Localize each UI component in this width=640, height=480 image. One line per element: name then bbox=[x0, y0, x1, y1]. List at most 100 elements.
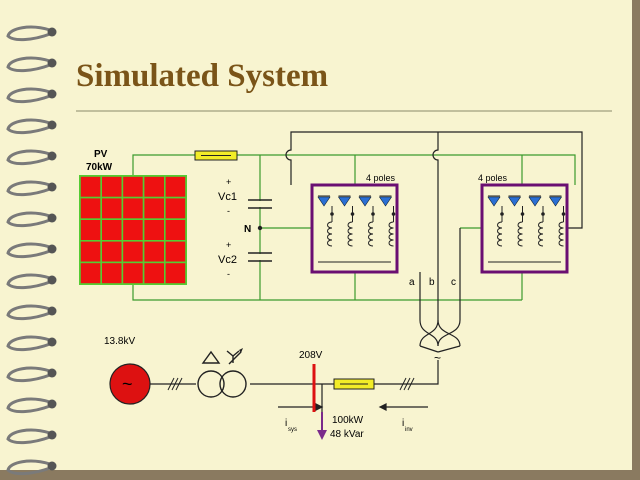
inverter2-poles-label: 4 poles bbox=[478, 173, 508, 183]
pv-cell bbox=[164, 261, 187, 285]
binding-hole bbox=[47, 275, 57, 285]
pv-array bbox=[79, 175, 187, 285]
spiral-ring bbox=[6, 211, 51, 228]
spiral-ring bbox=[6, 25, 51, 42]
phase-a-label: a bbox=[409, 277, 415, 288]
inductor-coil-icon bbox=[368, 221, 374, 247]
dc-capacitors bbox=[248, 199, 272, 262]
inductor-coil-icon bbox=[497, 221, 503, 247]
pv-cell bbox=[121, 218, 145, 242]
load-reactive-power: 48 kVar bbox=[330, 429, 364, 440]
binding-hole bbox=[47, 306, 57, 316]
pv-cell bbox=[121, 240, 145, 264]
cap1-gap bbox=[256, 201, 264, 207]
inverter-2 bbox=[480, 183, 569, 274]
igbt-diode-icon bbox=[378, 196, 393, 207]
generator-symbol: ~ bbox=[122, 374, 133, 394]
binding-hole bbox=[47, 58, 57, 68]
spiral-ring bbox=[6, 273, 51, 290]
binding-hole bbox=[47, 399, 57, 409]
cap2-gap bbox=[256, 254, 264, 260]
lv-voltage-label: 208V bbox=[299, 350, 323, 361]
load-active-power: 100kW bbox=[332, 415, 364, 426]
isys-label: i bbox=[285, 418, 287, 429]
binding-hole bbox=[47, 151, 57, 161]
inductor-coil-icon bbox=[538, 221, 544, 247]
vc1-label: Vc1 bbox=[218, 191, 237, 203]
pv-cell bbox=[121, 196, 145, 221]
pv-cell bbox=[142, 175, 166, 199]
iinv-subscript: inv bbox=[405, 427, 413, 433]
binding-hole bbox=[47, 213, 57, 223]
igbt-diode-icon bbox=[528, 196, 542, 207]
pv-cell bbox=[142, 218, 166, 242]
inductor-coil-icon bbox=[327, 221, 333, 247]
pv-power-label: 70kW bbox=[86, 162, 113, 173]
inverter-box bbox=[480, 183, 569, 274]
igbt-diode-icon bbox=[337, 196, 352, 207]
pv-cell bbox=[79, 240, 103, 264]
spiral-ring bbox=[6, 428, 51, 445]
binding-hole bbox=[47, 368, 57, 378]
inductor-coil-icon bbox=[347, 221, 353, 247]
isys-subscript: sys bbox=[288, 427, 297, 433]
pv-label: PV bbox=[94, 149, 108, 160]
pv-cell bbox=[100, 218, 124, 242]
vc1-plus: + bbox=[226, 177, 231, 187]
binding-hole bbox=[47, 89, 57, 99]
three-phase-marks bbox=[167, 377, 415, 391]
spiral-ring bbox=[6, 149, 51, 166]
pv-cell bbox=[142, 240, 166, 264]
pv-cell bbox=[121, 261, 145, 285]
pv-cell bbox=[164, 218, 187, 242]
igbt-diode-icon bbox=[358, 196, 372, 207]
pv-cell bbox=[100, 196, 124, 221]
neutral-label: N bbox=[244, 224, 251, 235]
pv-cell bbox=[164, 196, 187, 221]
inductor-coil-icon bbox=[517, 221, 523, 247]
spiral-ring bbox=[6, 118, 51, 135]
igbt-diode-icon bbox=[317, 196, 331, 207]
spiral-ring bbox=[6, 304, 51, 321]
wye-winding-icon bbox=[226, 350, 242, 365]
spiral-ring bbox=[6, 56, 51, 73]
pv-cell bbox=[79, 261, 103, 285]
inductor-coil-icon bbox=[558, 221, 564, 247]
pv-cell bbox=[100, 175, 124, 199]
phase-c-label: c bbox=[451, 277, 456, 288]
pv-cell bbox=[100, 240, 124, 264]
inverter-box bbox=[310, 183, 399, 274]
spiral-binding bbox=[6, 25, 57, 476]
vc1-minus: - bbox=[227, 206, 230, 216]
inverter-1 bbox=[310, 183, 399, 274]
pv-cell bbox=[79, 196, 103, 221]
pv-cell bbox=[142, 261, 166, 285]
load-arrow-icon bbox=[317, 430, 327, 440]
igbt-diode-icon bbox=[548, 196, 563, 207]
igbt-diode-icon bbox=[487, 196, 501, 207]
spiral-ring bbox=[6, 87, 51, 104]
transformer-secondary-winding bbox=[219, 370, 247, 398]
binding-hole bbox=[47, 461, 57, 471]
transformer-primary-winding bbox=[197, 370, 225, 398]
pv-cell bbox=[142, 196, 166, 221]
vc2-minus: - bbox=[227, 269, 230, 279]
spiral-ring bbox=[6, 397, 51, 414]
slide-title: Simulated System bbox=[76, 58, 328, 94]
binding-hole bbox=[47, 120, 57, 130]
ac-wiring bbox=[150, 131, 583, 412]
phase-b-label: b bbox=[429, 277, 435, 288]
pv-cell bbox=[79, 218, 103, 242]
vc2-plus: + bbox=[226, 240, 231, 250]
spiral-ring bbox=[6, 335, 51, 352]
tap-arrow-icon bbox=[239, 348, 243, 353]
iinv-label: i bbox=[402, 418, 404, 429]
igbt-diode-icon bbox=[507, 196, 522, 207]
spiral-ring bbox=[6, 180, 51, 197]
spiral-ring bbox=[6, 242, 51, 259]
binding-hole bbox=[47, 244, 57, 254]
pv-cell bbox=[164, 175, 187, 199]
pv-cell bbox=[100, 261, 124, 285]
hv-voltage-label: 13.8kV bbox=[104, 336, 135, 347]
